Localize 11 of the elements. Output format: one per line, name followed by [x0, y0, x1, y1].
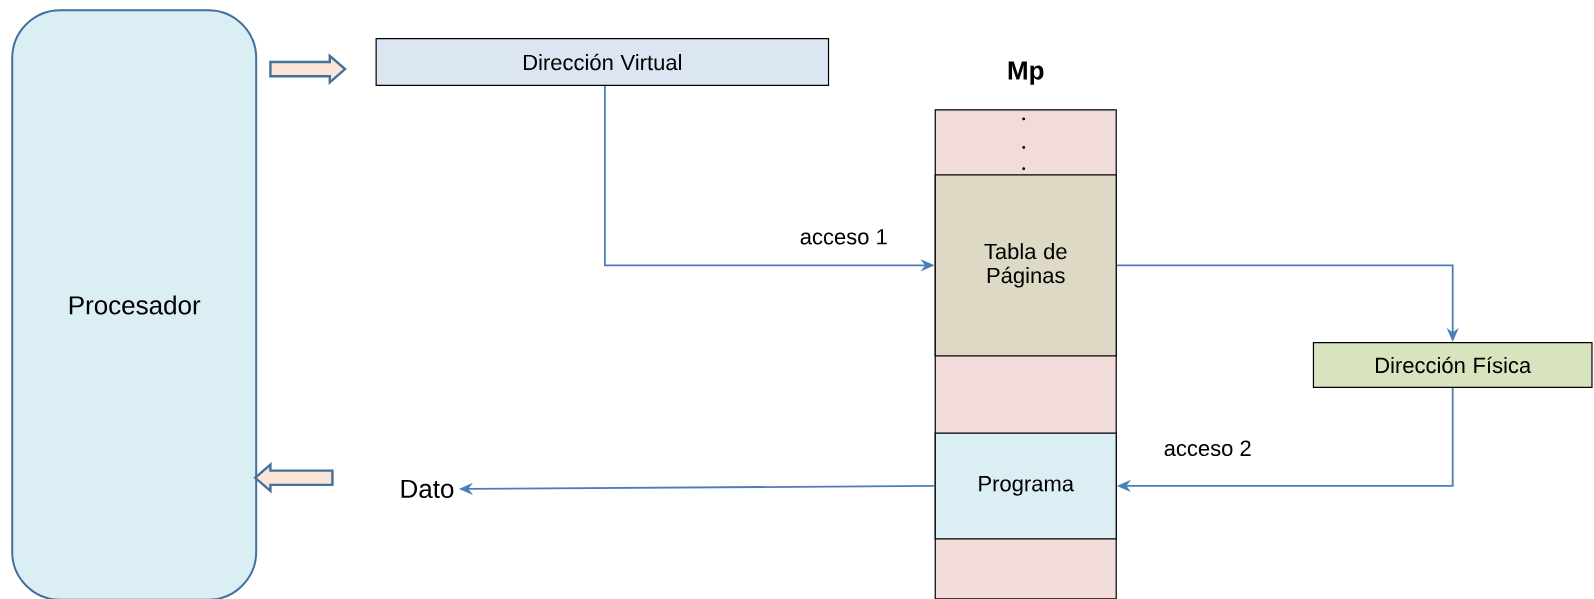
page-table-box: Tabla de Páginas	[934, 174, 1117, 357]
data-label: Dato	[401, 479, 454, 499]
edge-label: acceso 2	[1161, 438, 1254, 459]
program-box: Programa	[934, 432, 1117, 540]
memory-title: Mp	[1008, 61, 1044, 85]
address-box: Dirección Virtual	[375, 38, 830, 86]
process-box: Procesador	[11, 9, 258, 599]
edge-label: acceso 1	[797, 227, 890, 247]
block-arrow	[253, 461, 334, 494]
address-box: Dirección Física	[1312, 341, 1593, 388]
block-arrow	[269, 53, 347, 85]
